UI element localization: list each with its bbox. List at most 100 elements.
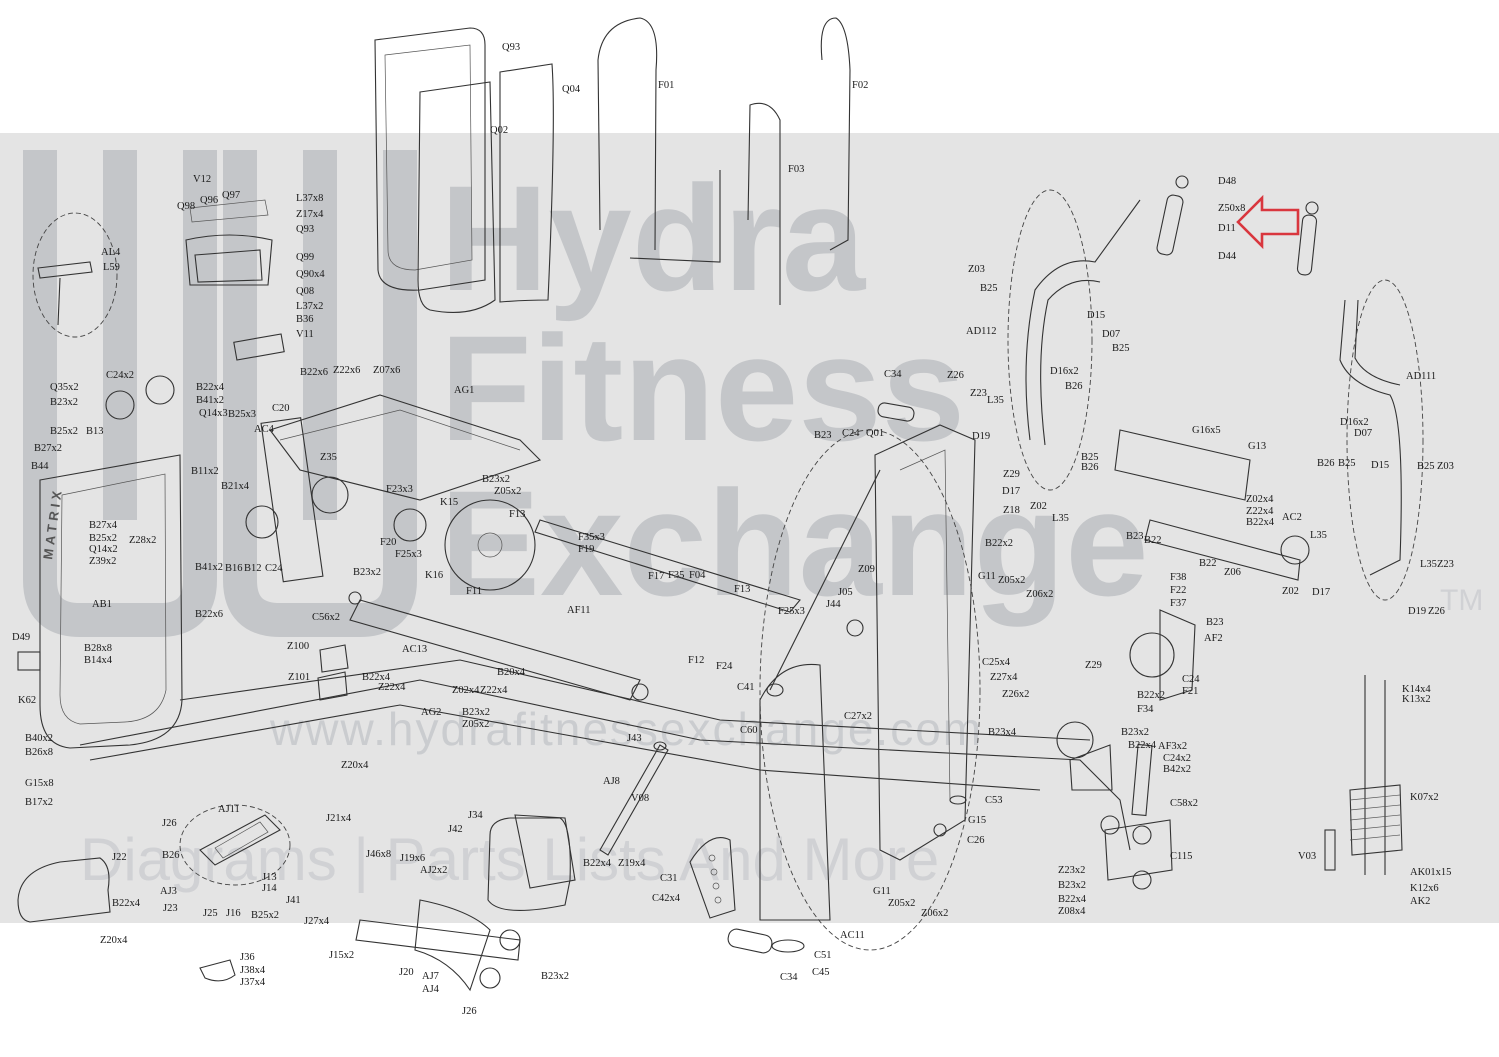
console-assembly: [185, 199, 285, 361]
part-label-c45: C45: [812, 967, 830, 978]
part-label-z19x4: Z19x4: [618, 858, 646, 869]
part-label-b23x4: B23x4: [988, 727, 1017, 738]
part-label-q02: Q02: [490, 125, 508, 136]
part-label-j41: J41: [286, 895, 301, 906]
part-label-f22: F22: [1170, 585, 1186, 596]
part-label-ak01x15: AK01x15: [1410, 867, 1451, 878]
part-label-d16x2b: D16x2: [1340, 417, 1369, 428]
carriage-C115: [1100, 743, 1173, 890]
part-label-z39x2: Z39x2: [89, 556, 116, 567]
part-label-z05x2b: Z05x2: [494, 486, 521, 497]
part-label-z03a: Z03: [968, 264, 985, 275]
crossbar-G13: [1114, 429, 1310, 581]
part-label-b26b: B26: [1317, 458, 1335, 469]
part-label-f11: F11: [466, 586, 482, 597]
part-label-ac11: AC11: [840, 930, 865, 941]
part-label-b23x2e: B23x2: [1121, 727, 1149, 738]
part-label-f02: F02: [852, 80, 868, 91]
part-label-ak2: AK2: [1410, 896, 1430, 907]
part-label-z23b: Z23: [1437, 559, 1454, 570]
part-label-c58x2: C58x2: [1170, 798, 1198, 809]
part-label-l37x8: L37x8: [296, 193, 323, 204]
part-label-b23x2b: B23x2: [482, 474, 510, 485]
part-label-b22x4e: B22x4: [1128, 740, 1157, 751]
part-label-k62: K62: [18, 695, 36, 706]
part-label-b21x4: B21x4: [221, 481, 250, 492]
part-label-b25x2b: B25x2: [89, 533, 117, 544]
part-label-c26: C26: [967, 835, 985, 846]
part-label-b22x2b: B22x2: [1137, 690, 1165, 701]
part-label-f13a: F13: [509, 509, 525, 520]
part-label-k12x6: K12x6: [1410, 883, 1439, 894]
watermark-line3: Exchange: [440, 459, 1149, 627]
part-label-z05x2a: Z05x2: [998, 575, 1025, 586]
part-label-b14x4: B14x4: [84, 655, 113, 666]
part-label-f17: F17: [648, 571, 664, 582]
part-label-b23x2c: B23x2: [353, 567, 381, 578]
part-label-k16: K16: [425, 570, 443, 581]
part-label-z02x4b: Z02x4: [452, 685, 480, 696]
part-label-j20: J20: [399, 967, 414, 978]
part-label-j26b: J26: [462, 1006, 477, 1017]
part-label-b23x2d: B23x2: [462, 707, 490, 718]
part-label-j44: J44: [826, 599, 841, 610]
part-label-v08: V08: [631, 793, 649, 804]
part-label-b27x2: B27x2: [34, 443, 62, 454]
part-label-f12: F12: [688, 655, 704, 666]
part-label-j19x6: J19x6: [400, 853, 425, 864]
small-brackets: [17, 644, 349, 701]
part-label-b23a: B23: [1126, 531, 1144, 542]
part-label-z02x4: Z02x4: [1246, 494, 1274, 505]
part-label-b11x2: B11x2: [191, 466, 219, 477]
part-label-z08x4: Z08x4: [1058, 906, 1086, 917]
part-label-aj4: AJ4: [422, 984, 440, 995]
part-label-q93a: Q93: [502, 42, 520, 53]
pulley-AF2: [1056, 609, 1196, 791]
part-label-ac2: AC2: [1282, 512, 1302, 523]
part-label-f03: F03: [788, 164, 804, 175]
part-label-q35x2: Q35x2: [50, 382, 79, 393]
part-label-j14: J14: [262, 883, 277, 894]
part-label-q14x3: Q14x3: [199, 408, 228, 419]
linkage-AJ2: [355, 899, 521, 992]
part-label-z17x4: Z17x4: [296, 209, 324, 220]
part-label-b26a: B26: [1065, 381, 1083, 392]
part-label-z27x4: Z27x4: [990, 672, 1018, 683]
part-label-c115: C115: [1170, 851, 1192, 862]
part-label-ag2: AG2: [421, 707, 441, 718]
part-label-j15x2: J15x2: [329, 950, 354, 961]
part-label-k14x4: K14x4: [1402, 684, 1431, 695]
part-label-b26d: B26: [162, 850, 180, 861]
part-label-z26x2: Z26x2: [1002, 689, 1029, 700]
part-label-z18: Z18: [1003, 505, 1020, 516]
part-label-d16x2a: D16x2: [1050, 366, 1079, 377]
part-label-ac13: AC13: [402, 644, 427, 655]
shroud-panels: [374, 27, 554, 313]
part-label-z22x4c: Z22x4: [480, 685, 508, 696]
part-label-l35c: L35: [1310, 530, 1327, 541]
part-label-c24a: C24: [842, 428, 860, 439]
part-label-z22x6: Z22x6: [333, 365, 360, 376]
part-label-b23c: B23: [1206, 617, 1224, 628]
part-label-b22x4c: B22x4: [362, 672, 391, 683]
part-label-f04: F04: [689, 570, 706, 581]
part-label-b23x2g: B23x2: [541, 971, 569, 982]
part-label-q90x4: Q90x4: [296, 269, 325, 280]
part-label-c24x2b: C24x2: [1163, 753, 1191, 764]
part-label-ag1: AG1: [454, 385, 474, 396]
part-label-f38: F38: [1170, 572, 1186, 583]
part-label-d07a: D07: [1102, 329, 1120, 340]
part-label-f25x3b: F25x3: [778, 606, 805, 617]
part-label-f13b: F13: [734, 584, 750, 595]
seat-adjust-AJ11: [179, 804, 291, 886]
part-label-b22x2a: B22x2: [985, 538, 1013, 549]
part-label-j23: J23: [163, 903, 178, 914]
watermark-line1: Hydra: [440, 154, 867, 322]
part-label-c53: C53: [985, 795, 1003, 806]
part-label-c25x4: C25x4: [982, 657, 1011, 668]
part-label-b25b: B25: [1112, 343, 1130, 354]
part-label-j16: J16: [226, 908, 241, 919]
part-label-q99: Q99: [296, 252, 314, 263]
part-label-l59: L59: [103, 262, 120, 273]
part-label-b23x2f: B23x2: [1058, 880, 1086, 891]
